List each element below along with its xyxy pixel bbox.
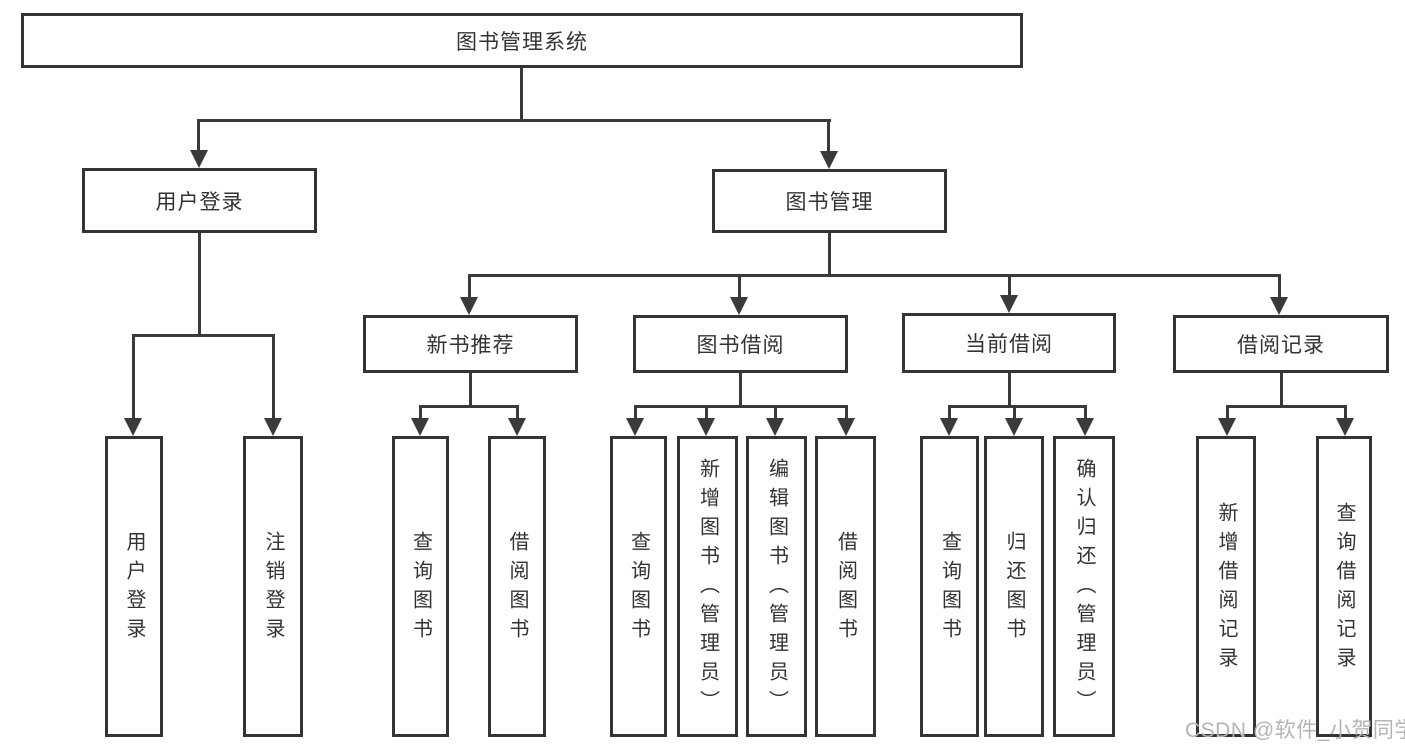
leaf-user-login-label: 用户登录 [123,530,145,647]
line-segment [828,233,831,277]
node-user-login: 用户登录 [82,168,317,233]
csdn-watermark: CSDN @软件_小贺同学 [1185,719,1405,742]
node-root: 图书管理系统 [21,13,1023,68]
leaf-return-book-label: 归还图书 [1003,530,1025,647]
line-segment [419,405,519,408]
line-segment [468,274,471,301]
leaf-borrowing-query-book: 查询图书 [610,436,667,737]
node-borrow-records: 借阅记录 [1173,315,1389,373]
leaf-add-borrow-record: 新增借阅记录 [1196,436,1256,737]
leaf-borrowing-borrow-book-label: 借阅图书 [834,530,857,647]
arrow-down-icon [1076,418,1094,436]
leaf-edit-book-admin: 编辑图书（管理员） [746,436,807,737]
arrow-down-icon [190,150,208,168]
leaf-add-book-admin-label: 新增图书（管理员） [696,458,719,719]
arrow-down-icon [1005,418,1023,436]
arrow-down-icon [837,418,855,436]
leaf-recommend-query-book-label: 查询图书 [409,530,432,647]
arrow-down-icon [264,418,282,436]
arrow-down-icon [1336,418,1354,436]
line-segment [948,405,1087,408]
node-book-borrowing-label: 图书借阅 [696,334,785,357]
arrow-down-icon [697,418,715,436]
line-segment [520,68,523,122]
leaf-recommend-borrow-book: 借阅图书 [488,436,546,737]
leaf-logout: 注销登录 [243,436,303,737]
node-new-book-recommend-label: 新书推荐 [426,334,515,357]
line-segment [738,274,741,301]
line-segment [739,373,742,408]
line-segment [948,405,951,422]
line-segment [1008,274,1011,301]
line-segment [198,233,201,336]
arrow-down-icon [820,151,838,169]
line-segment [516,405,519,422]
arrow-down-icon [124,418,142,436]
line-segment [1280,373,1283,408]
line-segment [1013,405,1016,422]
leaf-edit-book-admin-label: 编辑图书（管理员） [765,458,788,719]
node-book-management: 图书管理 [712,169,947,233]
node-current-borrowing: 当前借阅 [902,313,1116,373]
leaf-logout-label: 注销登录 [262,530,284,647]
leaf-confirm-return-admin: 确认归还（管理员） [1053,436,1115,737]
line-segment [1226,405,1229,422]
line-segment [827,119,830,155]
node-user-login-label: 用户登录 [155,190,244,214]
leaf-return-book: 归还图书 [984,436,1044,737]
line-segment [197,119,831,122]
leaf-query-borrow-record-label: 查询借阅记录 [1333,501,1355,676]
line-segment [1226,405,1347,408]
arrow-down-icon [626,418,644,436]
leaf-borrowing-borrow-book: 借阅图书 [815,436,876,737]
leaf-confirm-return-admin-label: 确认归还（管理员） [1073,458,1095,719]
arrow-down-icon [508,418,526,436]
arrow-down-icon [766,418,784,436]
leaf-current-query-book: 查询图书 [920,436,979,737]
node-book-management-label: 图书管理 [785,191,874,214]
node-borrow-records-label: 借阅记录 [1237,334,1325,357]
leaf-recommend-query-book: 查询图书 [392,436,449,737]
arrow-down-icon [460,297,478,315]
arrow-down-icon [1270,297,1288,315]
line-segment [1084,405,1087,422]
line-segment [1278,274,1281,301]
line-segment [132,334,135,422]
arrow-down-icon [1218,418,1236,436]
line-segment [634,405,637,422]
node-current-borrowing-label: 当前借阅 [965,333,1053,356]
arrow-down-icon [730,297,748,315]
leaf-current-query-book-label: 查询图书 [938,530,961,647]
arrow-down-icon [940,418,958,436]
node-book-borrowing: 图书借阅 [633,315,848,373]
line-segment [419,405,422,422]
arrow-down-icon [1000,295,1018,313]
line-segment [845,405,848,422]
leaf-recommend-borrow-book-label: 借阅图书 [506,530,528,647]
node-root-label: 图书管理系统 [456,30,588,54]
line-segment [705,405,708,422]
line-segment [468,274,1281,277]
line-segment [197,119,200,154]
leaf-query-borrow-record: 查询借阅记录 [1316,436,1372,737]
leaf-borrowing-query-book-label: 查询图书 [627,530,650,647]
line-segment [469,373,472,408]
leaf-add-book-admin: 新增图书（管理员） [677,436,738,737]
line-segment [774,405,777,422]
line-segment [272,334,275,422]
line-segment [1344,405,1347,422]
node-new-book-recommend: 新书推荐 [363,315,578,373]
leaf-add-borrow-record-label: 新增借阅记录 [1215,501,1237,676]
line-segment [1008,373,1011,408]
line-segment [634,405,848,408]
leaf-user-login: 用户登录 [105,436,163,737]
arrow-down-icon [411,418,429,436]
line-segment [132,334,275,337]
